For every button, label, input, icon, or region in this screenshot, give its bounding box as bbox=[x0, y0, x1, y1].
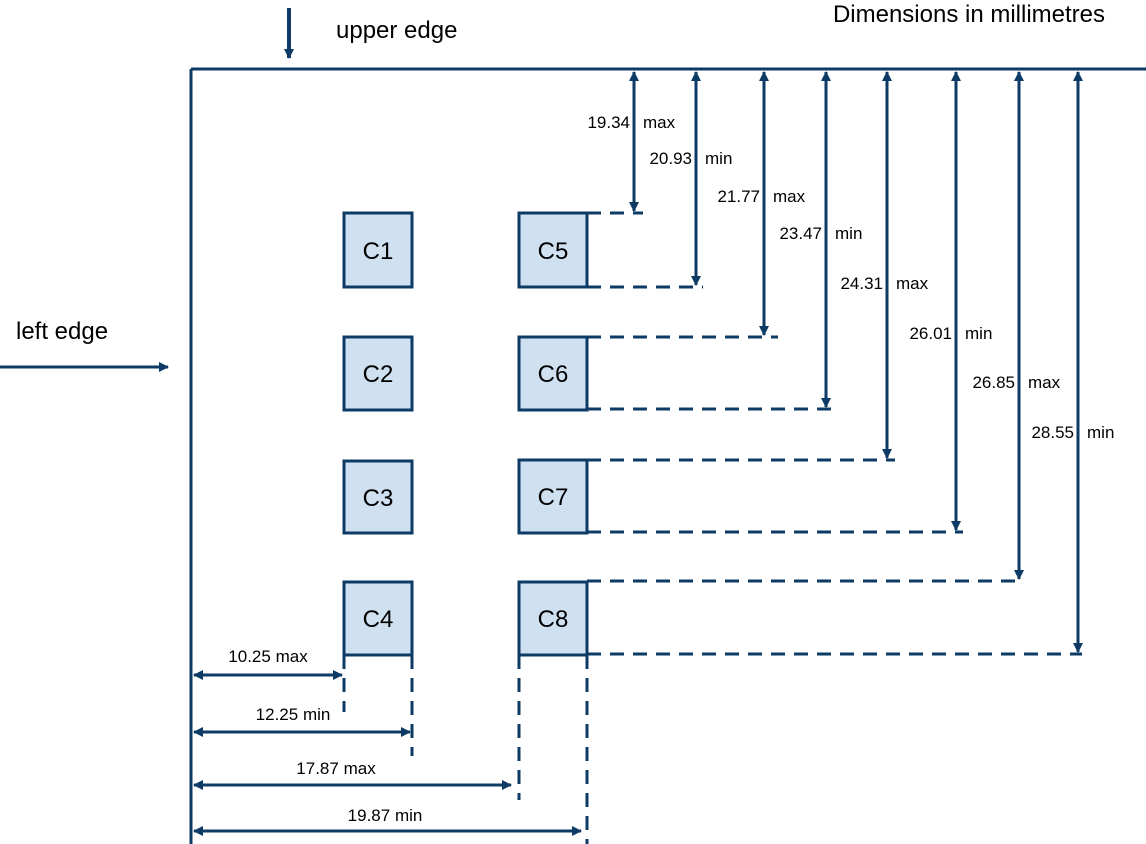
dimension-value: 17.87 bbox=[296, 759, 339, 778]
dimension-value: 19.34 bbox=[587, 113, 630, 132]
contact-label: C8 bbox=[538, 606, 569, 633]
contact-box bbox=[342, 211, 414, 289]
dimension-label: 12.25 min bbox=[256, 705, 331, 724]
diagram-title: Dimensions in millimetres bbox=[833, 1, 1105, 28]
dimension-type: max bbox=[1028, 373, 1061, 392]
contact-box bbox=[517, 580, 589, 657]
contact-c2: C2 bbox=[342, 335, 414, 412]
contact-box bbox=[517, 211, 589, 289]
dimension-value: 21.77 bbox=[717, 187, 760, 206]
contact-c6: C6 bbox=[517, 335, 589, 412]
contact-c1: C1 bbox=[342, 211, 414, 289]
vertical-dimensions: 19.34 max 20.93 min 21.77 max 23.47 min … bbox=[587, 71, 1114, 656]
contact-c7: C7 bbox=[517, 458, 589, 535]
vdim-24-31-max: 24.31 max bbox=[587, 71, 929, 462]
dimension-value: 10.25 bbox=[228, 647, 271, 666]
vdim-19-34-max: 19.34 max bbox=[587, 71, 676, 215]
hdim-17-87-max: 17.87 max bbox=[193, 655, 521, 800]
dimension-label: 19.87 min bbox=[348, 806, 423, 825]
contact-label: C6 bbox=[538, 361, 569, 388]
contact-box bbox=[517, 458, 589, 535]
hdim-10-25-max: 10.25 max bbox=[193, 647, 346, 712]
dimension-value: 20.93 bbox=[649, 149, 692, 168]
contact-c4: C4 bbox=[342, 580, 414, 657]
dimension-type: max bbox=[896, 274, 929, 293]
dimension-value: 28.55 bbox=[1031, 423, 1074, 442]
dimension-label: 17.87 max bbox=[296, 759, 376, 778]
dimension-type: max bbox=[773, 187, 806, 206]
dimension-value: 24.31 bbox=[840, 274, 883, 293]
dimension-value: 26.85 bbox=[972, 373, 1015, 392]
upper-edge-label: upper edge bbox=[336, 17, 457, 44]
vdim-28-55-min: 28.55 min bbox=[587, 71, 1114, 656]
left-edge-label: left edge bbox=[16, 318, 108, 345]
horizontal-dimensions: 10.25 max 12.25 min 17.87 max 19.87 min bbox=[193, 647, 589, 844]
contact-label: C1 bbox=[363, 238, 394, 265]
dimension-type: min bbox=[705, 149, 732, 168]
dimension-value: 12.25 bbox=[256, 705, 299, 724]
dimension-type: min bbox=[303, 705, 330, 724]
contact-boxes: C1 C2 C3 C4 C5 C6 C7 C8 bbox=[342, 211, 589, 657]
hdim-12-25-min: 12.25 min bbox=[193, 655, 414, 756]
contact-c8: C8 bbox=[517, 580, 589, 657]
contact-box bbox=[517, 335, 589, 412]
dimension-type: max bbox=[276, 647, 309, 666]
contact-label: C2 bbox=[363, 361, 394, 388]
vdim-26-85-max: 26.85 max bbox=[587, 71, 1061, 583]
vdim-20-93-min: 20.93 min bbox=[587, 71, 732, 289]
hdim-19-87-min: 19.87 min bbox=[193, 655, 589, 844]
contact-label: C7 bbox=[538, 484, 569, 511]
contact-label: C5 bbox=[538, 238, 569, 265]
contact-c5: C5 bbox=[517, 211, 589, 289]
contact-box bbox=[342, 580, 414, 657]
contact-label: C4 bbox=[363, 606, 394, 633]
vdim-26-01-min: 26.01 min bbox=[587, 71, 992, 534]
contact-box bbox=[342, 459, 414, 535]
dimension-type: max bbox=[643, 113, 676, 132]
dimension-type: max bbox=[344, 759, 377, 778]
dimension-value: 19.87 bbox=[348, 806, 391, 825]
dimension-value: 23.47 bbox=[779, 224, 822, 243]
dimension-type: min bbox=[835, 224, 862, 243]
contact-box bbox=[342, 335, 414, 412]
dimension-label: 10.25 max bbox=[228, 647, 308, 666]
contact-c3: C3 bbox=[342, 459, 414, 535]
vdim-23-47-min: 23.47 min bbox=[587, 71, 862, 411]
contact-label: C3 bbox=[363, 485, 394, 512]
vdim-21-77-max: 21.77 max bbox=[587, 71, 806, 339]
dimension-type: min bbox=[965, 324, 992, 343]
dimension-type: min bbox=[1087, 423, 1114, 442]
dimension-type: min bbox=[395, 806, 422, 825]
dimension-value: 26.01 bbox=[909, 324, 952, 343]
